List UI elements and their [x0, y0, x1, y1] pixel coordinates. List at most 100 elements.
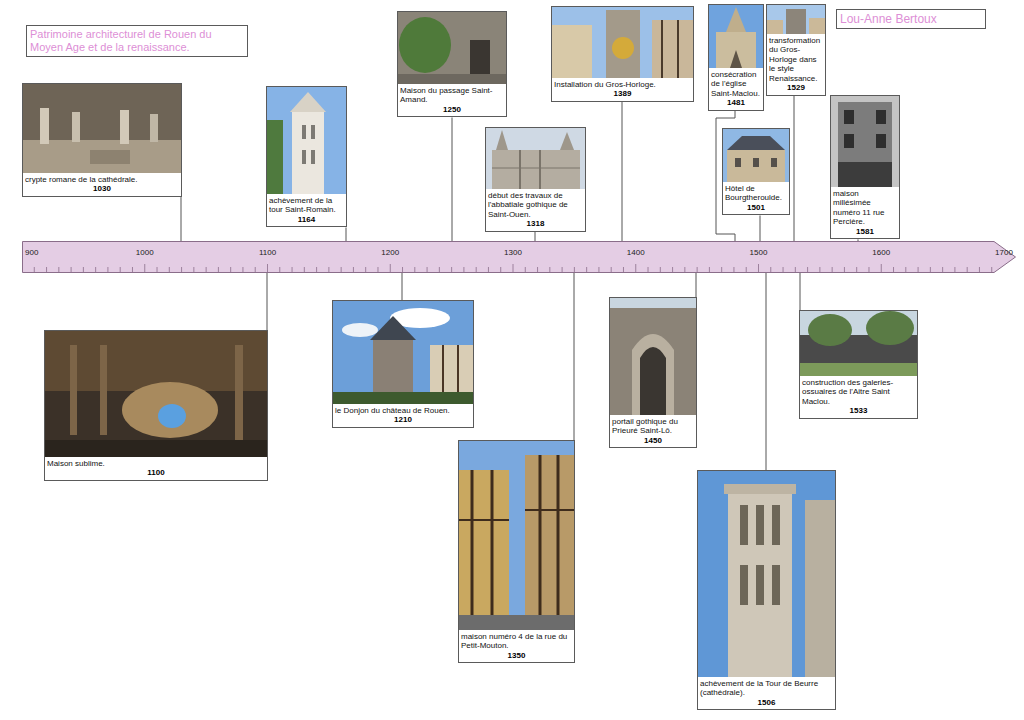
photo-frame [698, 471, 835, 678]
axis-tick [697, 267, 698, 272]
event-box: Maison sublime.1100 [44, 330, 268, 481]
photo-sky [459, 441, 574, 630]
event-box: maison numéro 4 de la rue du Petit-Mouto… [458, 440, 575, 663]
photo-ivy [399, 17, 451, 73]
photo-window [876, 110, 886, 124]
event-year: 1581 [831, 227, 899, 239]
event-year: 1506 [698, 698, 835, 710]
axis-year-label: 1200 [381, 249, 399, 257]
axis-tick [721, 267, 722, 272]
event-box: début des travaux de l'abbatiale gothiqu… [485, 127, 586, 232]
event-box: achèvement de la tour Saint-Romain.1164 [266, 86, 347, 227]
photo-frame [767, 5, 825, 35]
axis-tick [881, 264, 882, 272]
photo-frame [45, 331, 267, 458]
photo-roof [727, 136, 785, 150]
axis-tick [83, 267, 84, 272]
event-year: 1250 [398, 105, 506, 117]
photo-tree [866, 311, 914, 345]
photo-timber [491, 470, 494, 615]
photo-butter-tower [698, 471, 835, 677]
event-box: le Donjon du château de Rouen.1210 [332, 300, 474, 428]
photo-shop [838, 162, 892, 187]
event-year: 1533 [800, 406, 917, 418]
photo-keep [333, 301, 473, 404]
axis-tick [844, 267, 845, 272]
axis-tick [549, 267, 550, 272]
event-caption: maison numéro 4 de la rue du Petit-Mouto… [459, 631, 574, 651]
event-year: 1030 [23, 184, 181, 196]
photo-window [772, 505, 780, 545]
axis-tick [684, 267, 685, 272]
photo-window [302, 150, 306, 164]
leader-line [535, 232, 536, 241]
event-caption: consécration de l'église Saint-Maclou. [709, 69, 763, 98]
photo-window [753, 158, 759, 167]
axis-tick [292, 267, 293, 272]
photo-pillar [70, 345, 77, 435]
photo-frame [709, 5, 763, 69]
axis-year-label: 900 [25, 249, 38, 257]
event-year: 1389 [552, 89, 693, 101]
photo-frame [800, 311, 917, 377]
event-box: transformation du Gros-Horloge dans le s… [766, 4, 826, 96]
photo-lawn [800, 363, 917, 376]
heading-text: Lou-Anne Bertoux [837, 10, 985, 28]
photo-frame [398, 12, 506, 85]
photo-hotel [723, 129, 789, 182]
axis-tick [279, 267, 280, 272]
axis-tick [635, 264, 636, 272]
axis-year-label: 1000 [136, 249, 154, 257]
axis-year-label: 1600 [872, 249, 890, 257]
axis-tick [316, 267, 317, 272]
event-caption: Maison du passage Saint-Amand. [398, 85, 506, 105]
photo-cloud [342, 323, 378, 337]
event-caption: achèvement de la Tour de Beurre (cathédr… [698, 678, 835, 698]
leader-line [800, 273, 801, 310]
photo-facade [716, 32, 756, 68]
axis-tick [230, 267, 231, 272]
photo-house-bw [831, 96, 899, 187]
axis-tick [611, 267, 612, 272]
axis-tick [95, 267, 96, 272]
photo-frame [552, 7, 693, 79]
axis-tick [746, 267, 747, 272]
axis-tick [365, 267, 366, 272]
photo-frame [23, 84, 181, 174]
axis-tick [255, 267, 256, 272]
axis-tick [795, 267, 796, 272]
photo-cloister [800, 311, 917, 376]
axis-tick [648, 267, 649, 272]
event-box: Hôtel de Bourgtheroulde.1501 [722, 128, 790, 215]
photo-scaffold [539, 150, 541, 189]
photo-stones [122, 382, 218, 438]
axis-tick [525, 267, 526, 272]
event-caption: portail gothique du Prieuré Saint-Lô. [610, 416, 696, 436]
photo-sky [552, 7, 693, 78]
event-box: maison millésimée numéro 11 rue Percière… [830, 95, 900, 239]
axis-tick [488, 267, 489, 272]
axis-tick [562, 267, 563, 272]
photo-tree [267, 120, 283, 194]
photo-ground [23, 84, 181, 173]
photo-window [735, 158, 741, 167]
photo-hedge [333, 392, 473, 404]
axis-tick [414, 267, 415, 272]
photo-floor [23, 140, 181, 173]
photo-clock-small [767, 5, 825, 34]
axis-tick [107, 267, 108, 272]
axis-tick [758, 264, 759, 272]
photo-tower [267, 87, 346, 194]
axis-year-label: 1400 [627, 249, 645, 257]
axis-tick [991, 267, 992, 272]
axis-tick [598, 267, 599, 272]
axis-tick [58, 267, 59, 272]
photo-building [767, 20, 783, 34]
axis-tick [206, 267, 207, 272]
event-caption: Maison sublime. [45, 458, 267, 468]
photo-window [756, 505, 764, 545]
axis-tick [623, 267, 624, 272]
photo-building [552, 25, 592, 78]
